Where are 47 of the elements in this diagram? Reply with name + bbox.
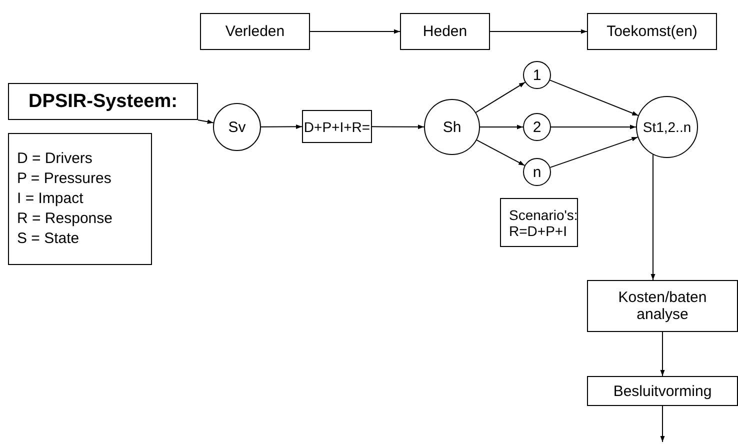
process-box: [200, 13, 310, 50]
node-label: Besluitvorming: [613, 382, 712, 400]
arrow: [198, 119, 214, 124]
arrow: [310, 29, 400, 34]
node-label: Toekomst(en): [606, 23, 698, 40]
arrow: [372, 124, 424, 130]
process-box: [8, 83, 198, 120]
arrow: [550, 80, 639, 116]
node-label: P = Pressures: [17, 169, 112, 189]
arrow: [490, 29, 588, 34]
arrow: [660, 406, 665, 442]
arrow: [550, 136, 638, 168]
node-label: Scenario's:: [509, 206, 578, 222]
node-label: D+P+I+R=: [304, 118, 370, 134]
node-label: n: [532, 164, 542, 180]
state-circle: [523, 158, 551, 186]
arrow: [650, 154, 656, 280]
node-label: S = State: [17, 229, 80, 249]
node-label: Kosten/baten analyse: [617, 289, 708, 323]
node-label: Heden: [422, 23, 468, 40]
arrow: [480, 124, 524, 130]
arrow: [550, 124, 636, 130]
node-label: DPSIR-Systeem:: [28, 91, 178, 112]
process-box: [587, 280, 738, 332]
process-box: [400, 13, 490, 50]
arrow: [660, 332, 665, 376]
arrow: [476, 140, 526, 166]
process-box: [587, 13, 717, 50]
node-label: I = Impact: [17, 189, 84, 209]
state-circle: [213, 103, 261, 151]
definition-box: [500, 198, 578, 247]
process-box: [302, 110, 372, 143]
definition-box: [8, 133, 152, 265]
process-box: [587, 376, 738, 406]
node-label: R=D+P+I: [509, 222, 567, 238]
arrow: [475, 82, 526, 113]
node-label: D = Drivers: [17, 149, 92, 169]
arrow: [260, 124, 302, 129]
state-circle: [523, 61, 551, 89]
node-label: Sh: [442, 118, 462, 136]
node-label: 2: [532, 118, 542, 136]
node-label: St1,2..n: [642, 119, 692, 135]
node-label: 1: [532, 66, 542, 84]
node-label: R = Response: [17, 209, 112, 229]
state-circle: [523, 113, 551, 141]
node-label: Verleden: [225, 23, 285, 40]
node-label: Sv: [228, 118, 246, 136]
